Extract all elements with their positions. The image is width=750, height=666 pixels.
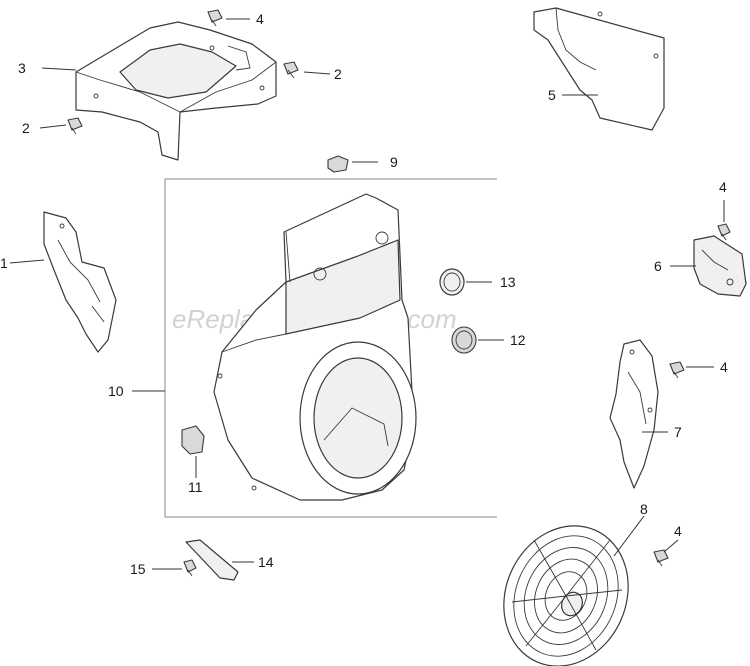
callout-10: 10 [108, 383, 124, 399]
callout-4-right-top: 4 [719, 179, 727, 195]
part-11-grommet[interactable] [181, 425, 205, 455]
callout-15: 15 [130, 561, 146, 577]
callout-14: 14 [258, 554, 274, 570]
part-4-screw-right-top[interactable] [717, 223, 731, 241]
callout-11: 11 [188, 479, 203, 495]
part-13-plug[interactable] [439, 268, 465, 296]
part-6-bracket[interactable] [693, 235, 747, 297]
part-15-screw[interactable] [183, 559, 197, 577]
callout-5: 5 [548, 87, 556, 103]
callout-7: 7 [674, 424, 682, 440]
leader-lines [9, 18, 725, 570]
callout-13: 13 [500, 274, 516, 290]
callout-4-bottom-right: 4 [674, 523, 682, 539]
callout-2-left: 2 [22, 120, 30, 136]
part-9-nut[interactable] [327, 155, 349, 173]
part-8-fan-grille[interactable] [482, 506, 650, 666]
part-5-baffle[interactable] [533, 7, 665, 131]
part-4-screw-mid-right[interactable] [669, 361, 685, 379]
part-4-screw-top[interactable] [207, 9, 223, 27]
callout-4-top: 4 [256, 11, 264, 27]
callout-6: 6 [654, 258, 662, 274]
group-frame [164, 178, 497, 518]
callout-4-mid-right: 4 [720, 359, 728, 375]
callout-2-top: 2 [334, 66, 342, 82]
part-12-plug[interactable] [451, 326, 477, 354]
part-10-blower-housing[interactable] [213, 193, 417, 501]
part-14-plate[interactable] [185, 539, 239, 581]
callout-8: 8 [640, 501, 648, 517]
part-1-side-baffle[interactable] [43, 211, 117, 353]
callout-9: 9 [390, 154, 398, 170]
callout-1: 1 [0, 255, 8, 271]
part-2-screw-a[interactable] [283, 61, 299, 79]
part-3-top-shroud[interactable] [75, 21, 277, 161]
callout-12: 12 [510, 332, 526, 348]
callout-3: 3 [18, 60, 26, 76]
callout-labels: 3 2 2 4 5 9 1 10 13 12 11 6 4 4 7 8 4 14… [0, 11, 728, 577]
part-4-screw-bottom-right[interactable] [653, 549, 669, 567]
part-7-baffle[interactable] [609, 339, 659, 489]
part-2-screw-b[interactable] [67, 117, 83, 135]
